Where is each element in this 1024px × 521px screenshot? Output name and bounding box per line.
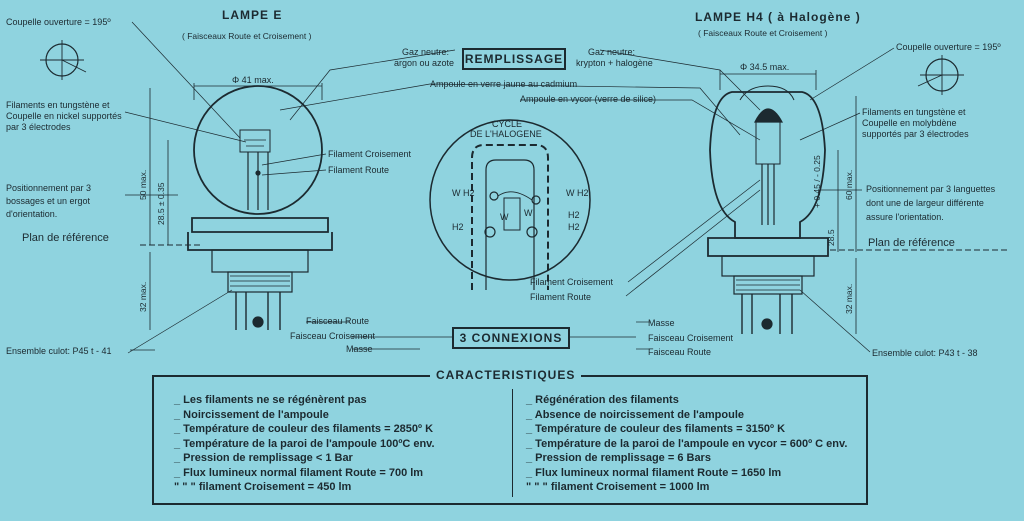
leader-lines [124,21,895,354]
lamp-h4-filaments-note-3: supportés par 3 électrodes [862,129,969,139]
lamp-e-masse: Masse [346,344,373,354]
cycle-title-2: DE L'HALOGENE [470,129,542,139]
lamp-h4-filaments-note-1: Filaments en tungstène et [862,107,966,117]
lamp-h4-drawing [707,55,1010,334]
cycle-wh2-right: W H2 [566,188,589,198]
lamp-h4-masse: Masse [648,318,675,328]
carac-right-item: _ Régénération des filaments [526,394,679,406]
lamp-e-title: LAMPE E [222,8,283,22]
cycle-h2-right: H2 [568,222,580,232]
lamp-e-diameter: Φ 41 max. [232,75,274,85]
lamp-e-dim-tol: 28.5 ± 0.35 [156,182,166,225]
lamp-e-coupelle: Coupelle ouverture = 195º [6,17,111,27]
lamp-h4-coupelle: Coupelle ouverture = 195º [896,42,1001,52]
lamp-h4-positionnement-3: assure l'orientation. [866,212,944,222]
carac-right-item: _ Pression de remplissage = 6 Bars [526,452,711,464]
center-filament-croisement: Filament Croisement [530,277,614,287]
lamp-h4-subtitle: ( Faisceaux Route et Croisement ) [698,28,828,38]
carac-right-item: _ Température de la paroi de l'ampoule e… [526,437,848,450]
carac-left-item: " " " filament Croisement = 450 lm [174,481,352,493]
lamp-e-filaments-note-2: Coupelle en nickel supportés [6,111,122,121]
lamp-h4-culot: Ensemble culot: P43 t - 38 [872,348,978,358]
lamp-h4-faisceau-route: Faisceau Route [648,347,712,357]
lamp-h4-dim-60: 60 max. [844,169,854,200]
connexions-label: 3 CONNEXIONS [452,327,570,349]
carac-left-item: _ Les filaments ne se régénèrent pas [174,394,367,406]
center-filament-route: Filament Route [530,292,592,302]
carac-left-item: _ Flux lumineux normal filament Route = … [174,466,424,479]
lamp-e-positionnement-1: Positionnement par 3 [6,183,92,193]
lamp-e-faisceau-croisement: Faisceau Croisement [290,331,376,341]
carac-left-item: _ Température de couleur des filaments =… [174,423,434,435]
gaz-left-2: argon ou azote [394,58,455,68]
gaz-right-1: Gaz neutre: [588,47,636,57]
lamp-e-filament-croisement: Filament Croisement [328,149,412,159]
remplissage-label: REMPLISSAGE [462,48,566,70]
cycle-h2-left: H2 [452,222,464,232]
ampoule-vycor-label: Ampoule en vycor (verre de silice) [520,94,657,104]
cycle-w-right: W [524,208,533,218]
lamp-e-positionnement-3: d'orientation. [6,209,58,219]
carac-right-item: _ Température de couleur des filaments =… [526,423,786,435]
carac-left-item: _ Température de la paroi de l'ampoule 1… [174,437,435,450]
lamp-e-faisceau-route: Faisceau Route [306,316,370,326]
cycle-title-1: CYCLE [492,119,523,129]
carac-left-item: _ Pression de remplissage < 1 Bar [174,452,353,464]
carac-left-column: _ Les filaments ne se régénèrent pas _ N… [174,393,435,495]
lamp-e-filaments-note-1: Filaments en tungstène et [6,100,110,110]
lamp-h4-faisceau-croisement: Faisceau Croisement [648,333,734,343]
cycle-w-left: W [500,212,509,222]
lamp-h4-diameter: Φ 34.5 max. [740,62,790,72]
lamp-e-subtitle: ( Faisceaux Route et Croisement ) [182,31,312,41]
carac-divider [512,389,513,497]
caracteristiques-box: _ Les filaments ne se régénèrent pas _ N… [152,375,868,505]
lamp-h4-dim-32: 32 max. [844,283,854,314]
lamp-h4-dim-285: 28.5 [826,229,836,246]
lamp-h4-dim-tol: + 0.45 / - 0.25 [812,155,822,208]
carac-right-item: " " " filament Croisement = 1000 lm [526,481,710,493]
carac-right-item: _ Flux lumineux normal filament Route = … [526,466,782,479]
lamp-h4-filaments-note-2: Coupelle en molybdène [862,118,957,128]
lamp-h4-positionnement-1: Positionnement par 3 languettes [866,184,996,194]
carac-left-item: _ Noircissement de l'ampoule [174,408,329,421]
lamp-e-culot: Ensemble culot: P45 t - 41 [6,346,112,356]
gaz-left-1: Gaz neutre: [402,47,450,57]
cycle-wh2-left: W H2 [452,188,475,198]
lamp-e-dim-50: 50 max. [138,169,148,200]
lamp-h4-plan-reference: Plan de référence [868,237,955,249]
halogen-cycle-drawing [429,119,591,290]
lamp-h4-positionnement-2: dont une de largeur différente [866,198,984,208]
lamp-e-filament-route: Filament Route [328,165,390,175]
lamp-e-drawing [40,40,333,330]
ampoule-jaune-label: Ampoule en verre jaune au cadmium [430,79,578,89]
lamp-e-filaments-note-3: par 3 électrodes [6,122,71,132]
carac-right-item: _ Absence de noircissement de l'ampoule [526,408,745,421]
carac-right-column: _ Régénération des filaments _ Absence d… [526,393,847,495]
lamp-h4-title: LAMPE H4 ( à Halogène ) [695,10,861,24]
lamp-e-positionnement-2: bossages et un ergot [6,196,91,206]
gaz-right-2: krypton + halogène [576,58,653,68]
caracteristiques-title: CARACTERISTIQUES [430,368,582,382]
lamp-e-plan-reference: Plan de référence [22,232,109,244]
lamp-e-dim-32: 32 max. [138,281,148,312]
cycle-h2-right-top: H2 [568,210,580,220]
